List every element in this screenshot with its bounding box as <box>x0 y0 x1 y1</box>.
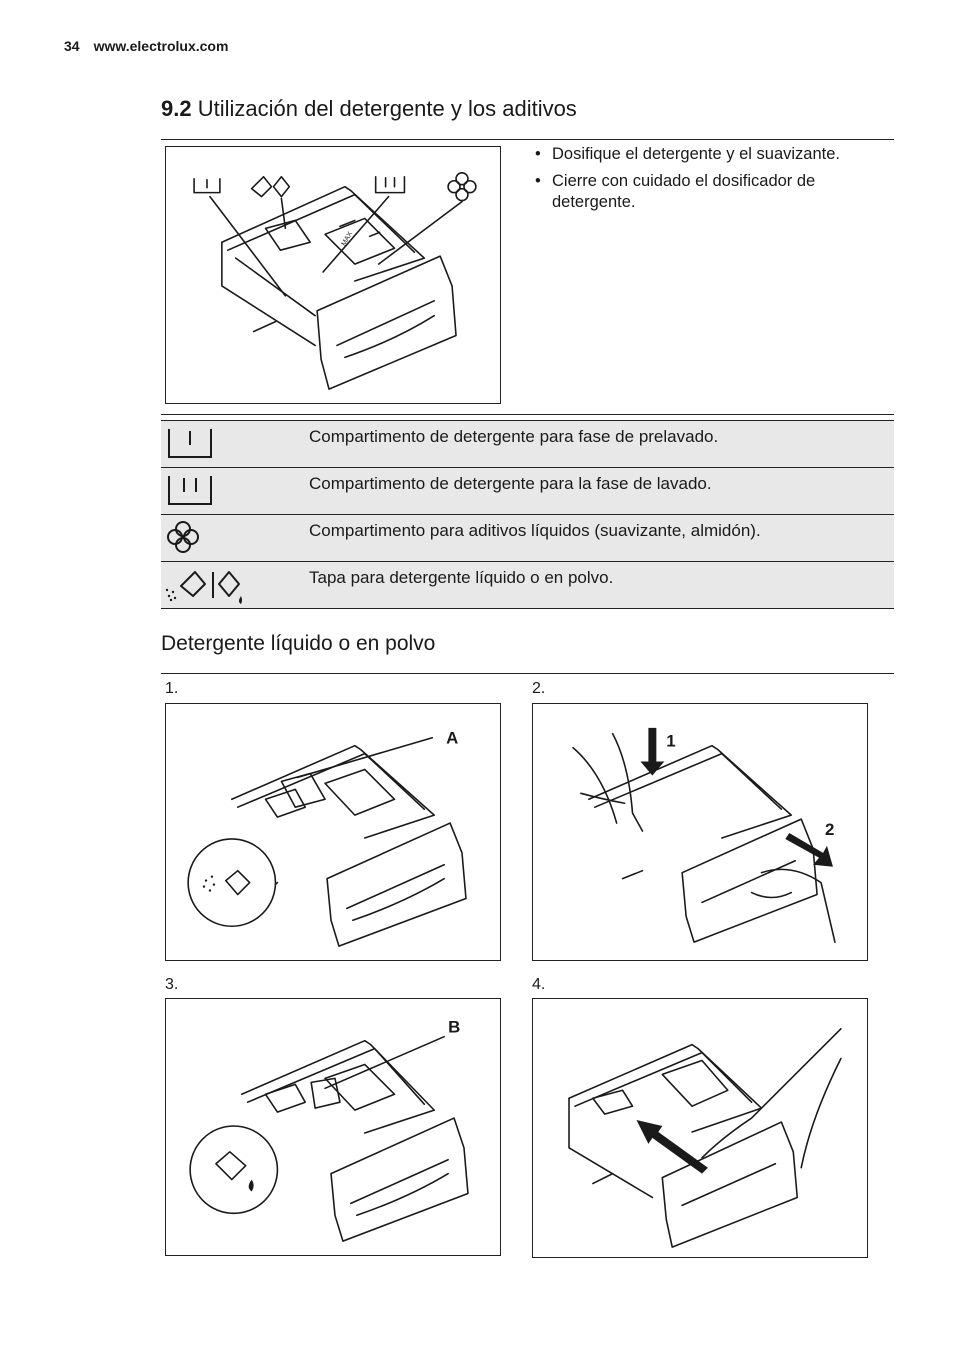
step-3-drawing: B <box>189 1018 469 1242</box>
page-header: 34 www.electrolux.com <box>64 38 228 54</box>
step-label: 1. <box>165 680 179 697</box>
legend-row: Compartimento de detergente para fase de… <box>161 420 894 468</box>
liquid-powder-flap-icon <box>165 571 242 604</box>
softener-flower-icon <box>167 521 199 553</box>
step-2-drawing: 1 2 <box>572 727 836 943</box>
legend-table: Compartimento de detergente para fase de… <box>161 420 894 609</box>
wash-compartment-icon <box>168 476 212 505</box>
callout-2: 2 <box>825 820 834 839</box>
legend-icon-cell <box>161 562 309 609</box>
callout-1: 1 <box>666 732 675 751</box>
step-2-figure: 1 2 <box>532 703 868 961</box>
step-4-drawing <box>568 1027 842 1248</box>
bullet-item: Cierre con cuidado el dosificador de det… <box>533 171 893 213</box>
section-heading: 9.2 Utilización del detergente y los adi… <box>161 96 577 122</box>
subsection-rule <box>161 673 894 674</box>
step-1-figure: A <box>165 703 501 961</box>
drawer-overview-drawing: MAX <box>193 172 477 390</box>
step-1-drawing: A <box>187 729 467 947</box>
callout-a: A <box>446 729 458 748</box>
bullet-item: Dosifique el detergente y el suavizante. <box>533 144 893 165</box>
site-url[interactable]: www.electrolux.com <box>93 38 229 54</box>
step-4-figure <box>532 998 868 1258</box>
bullet-list: Dosifique el detergente y el suavizante.… <box>533 144 893 219</box>
section-title: Utilización del detergente y los aditivo… <box>197 96 577 121</box>
prewash-compartment-icon <box>168 429 212 458</box>
legend-text: Tapa para detergente líquido o en polvo. <box>309 568 614 587</box>
legend-text: Compartimento de detergente para la fase… <box>309 474 712 493</box>
legend-icon-cell <box>161 468 309 515</box>
legend-icon-cell <box>161 421 309 468</box>
legend-row: Tapa para detergente líquido o en polvo. <box>161 561 894 609</box>
legend-icon-cell <box>161 515 309 562</box>
drawer-overview-figure: MAX <box>165 146 501 404</box>
step-label: 2. <box>532 680 546 697</box>
legend-top-rule <box>161 414 894 415</box>
legend-row: Compartimento de detergente para la fase… <box>161 467 894 515</box>
section-number: 9.2 <box>161 96 192 121</box>
legend-text: Compartimento de detergente para fase de… <box>309 427 719 446</box>
page-number: 34 <box>64 38 80 54</box>
callout-b: B <box>448 1018 460 1037</box>
legend-text: Compartimento para aditivos líquidos (su… <box>309 521 761 540</box>
step-label: 3. <box>165 976 179 993</box>
step-label: 4. <box>532 976 546 993</box>
section-rule <box>161 139 894 140</box>
legend-row: Compartimento para aditivos líquidos (su… <box>161 514 894 562</box>
step-3-figure: B <box>165 998 501 1256</box>
subsection-heading: Detergente líquido o en polvo <box>161 632 436 655</box>
